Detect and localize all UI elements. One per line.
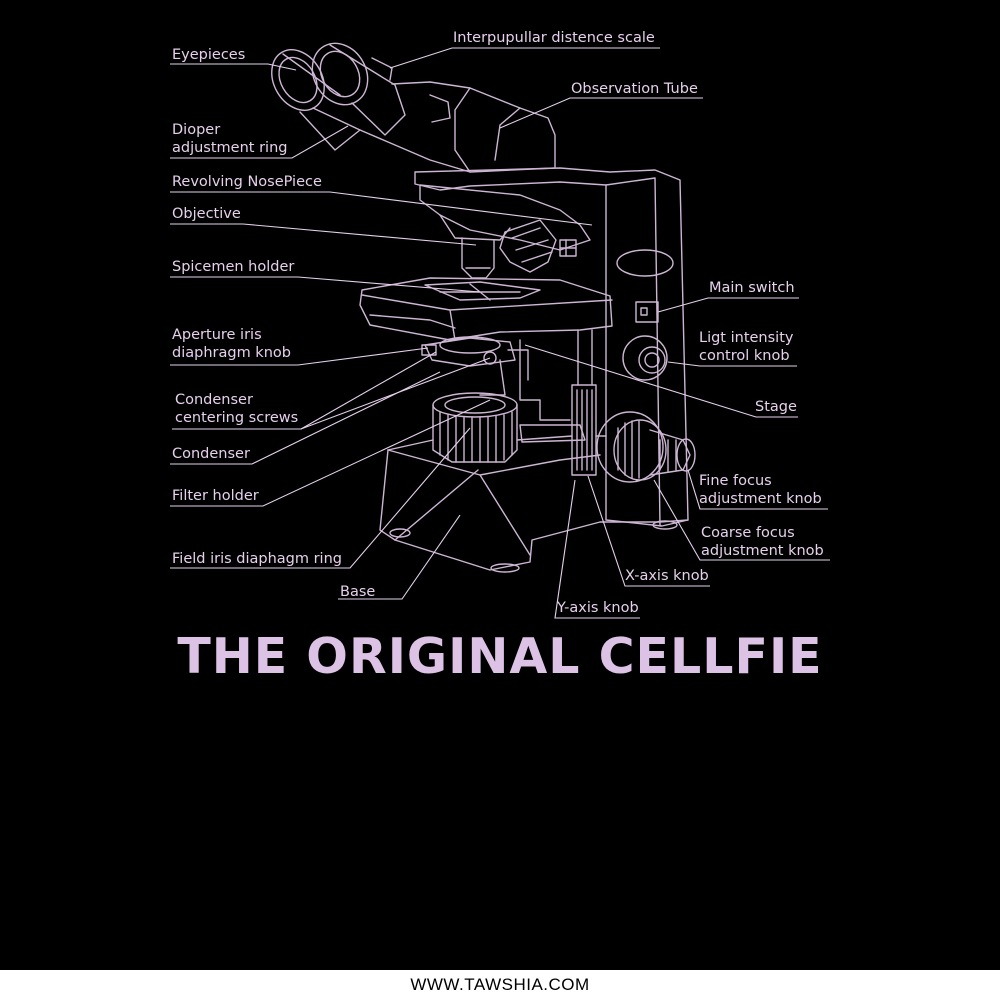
nosepiece <box>419 184 591 257</box>
label-main-switch: Main switch <box>709 280 795 296</box>
label-light-line2: control knob <box>699 348 790 364</box>
label-base: Base <box>340 584 375 600</box>
microscope-diagram: Eyepieces Interpupullar distence scale O… <box>170 30 830 619</box>
focus-column <box>507 329 597 476</box>
label-coarse-focus-line1: Coarse focus <box>701 525 795 541</box>
label-aperture-line2: diaphragm knob <box>172 345 291 361</box>
eyepiece-right <box>311 42 406 136</box>
label-specimen-holder: Spicemen holder <box>172 259 294 275</box>
label-stage: Stage <box>755 399 797 415</box>
label-interpupillary-scale: Interpupullar distence scale <box>453 30 655 46</box>
microscope-illustration <box>271 42 696 573</box>
label-revolving-nosepiece: Revolving NosePiece <box>172 174 322 190</box>
artwork: Eyepieces Interpupullar distence scale O… <box>170 30 830 685</box>
label-condenser: Condenser <box>172 446 250 462</box>
callout-labels: Eyepieces Interpupullar distence scale O… <box>172 30 824 616</box>
label-x-axis-knob: X-axis knob <box>625 568 709 584</box>
objectives <box>461 219 557 279</box>
label-condenser-screws-line2: centering screws <box>175 410 298 426</box>
label-fine-focus-line2: adjustment knob <box>699 491 822 507</box>
label-condenser-screws-line1: Condenser <box>175 392 253 408</box>
base <box>379 424 689 573</box>
arm <box>414 167 689 527</box>
eyepiece-left <box>271 49 361 151</box>
label-fine-focus-line1: Fine focus <box>699 473 772 489</box>
field-iris-ring <box>432 392 518 463</box>
stage <box>359 277 613 341</box>
focus-knobs <box>596 411 696 483</box>
label-observation-tube: Observation Tube <box>571 81 698 97</box>
label-objective: Objective <box>172 206 241 222</box>
label-aperture-line1: Aperture iris <box>172 327 262 343</box>
label-filter-holder: Filter holder <box>172 488 259 504</box>
label-dioper-line1: Dioper <box>172 122 220 138</box>
footer-url: WWW.TAWSHIA.COM <box>410 975 590 994</box>
observation-tube <box>359 81 556 173</box>
label-dioper-line2: adjustment ring <box>172 140 287 156</box>
light-intensity-knob <box>622 335 668 381</box>
headline-title: THE ORIGINAL CELLFIE <box>177 628 823 685</box>
label-y-axis-knob: Y-axis knob <box>556 600 639 616</box>
label-coarse-focus-line2: adjustment knob <box>701 543 824 559</box>
label-eyepieces: Eyepieces <box>172 47 245 63</box>
condenser-assembly <box>421 336 516 396</box>
label-light-line1: Ligt intensity <box>699 330 794 346</box>
label-field-iris: Field iris diaphagm ring <box>172 551 342 567</box>
footer-watermark: WWW.TAWSHIA.COM <box>0 970 1000 1000</box>
leader-lines <box>170 47 830 619</box>
